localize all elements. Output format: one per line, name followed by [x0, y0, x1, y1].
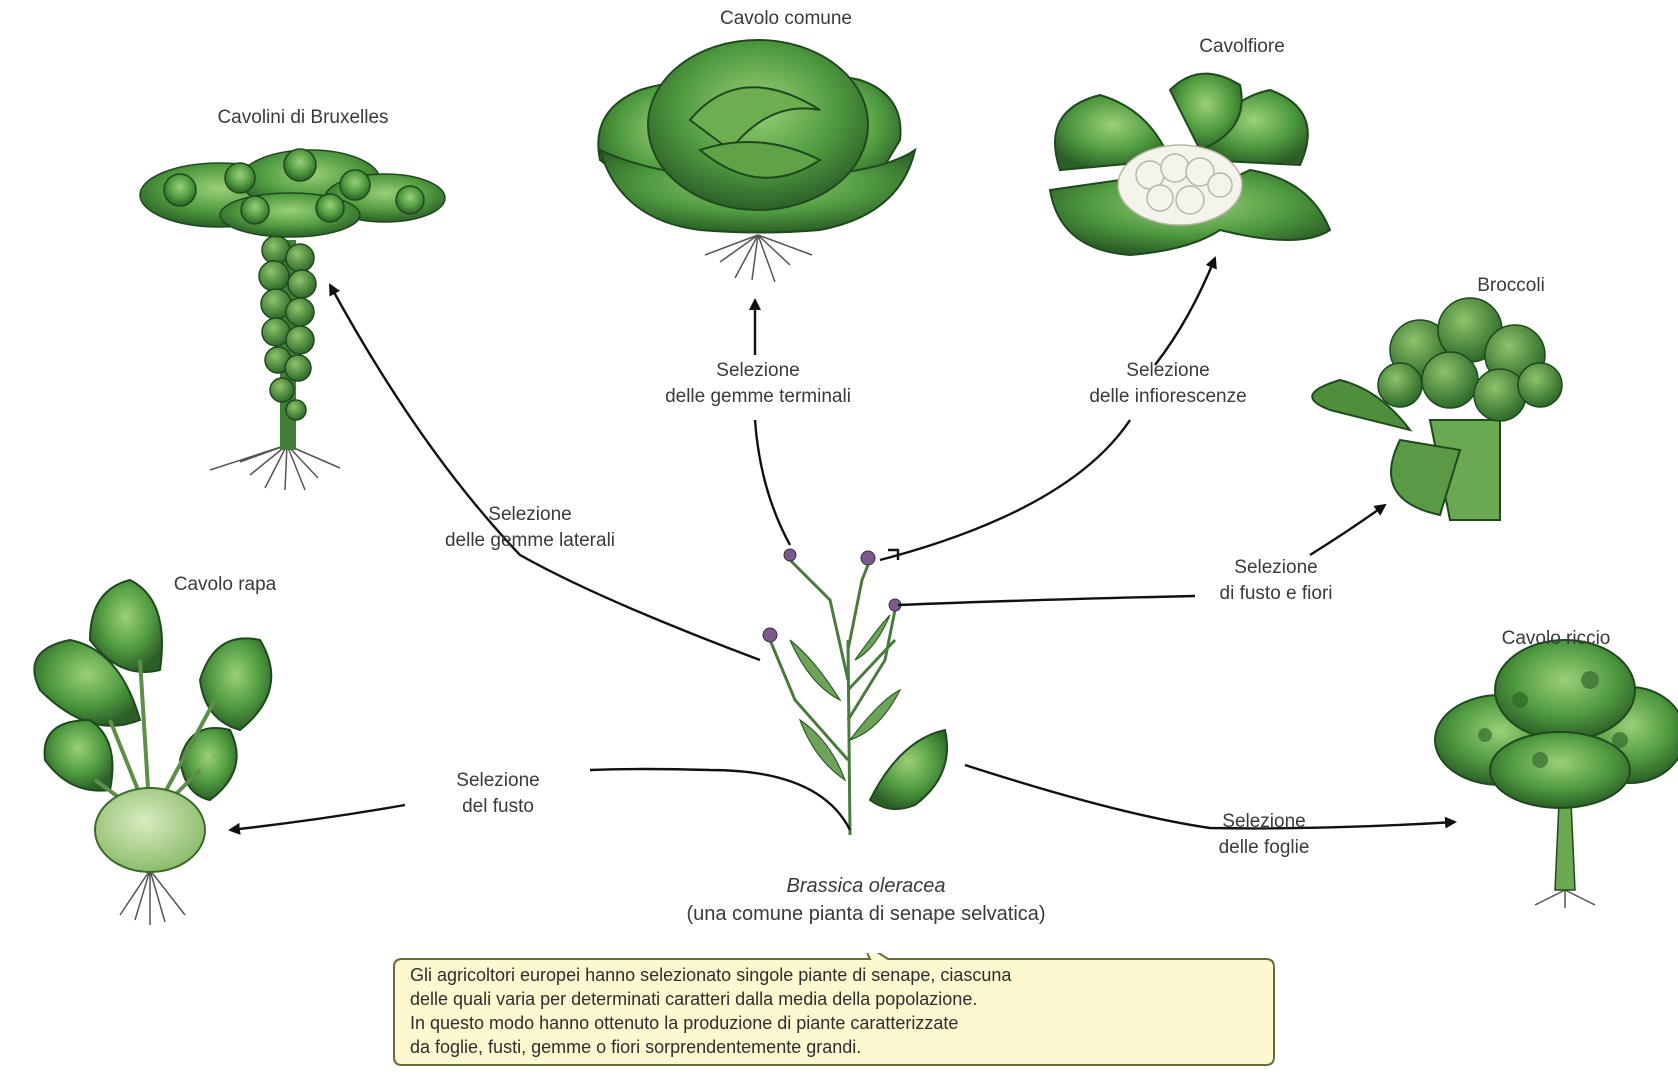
caption-cavolfiore: Cavolfiore	[1199, 34, 1285, 60]
callout-line: da foglie, fusti, gemme o fiori sorprend…	[410, 1035, 1270, 1059]
caption-cavolo-riccio: Cavolo riccio	[1502, 626, 1611, 652]
arrow-fusto-fiori-upper	[1310, 505, 1385, 555]
caption-cavolini: Cavolini di Bruxelles	[217, 105, 388, 131]
caption-cavolo-rapa: Cavolo rapa	[174, 572, 276, 598]
selection-title: Selezione	[665, 358, 851, 384]
selection-subtitle: delle infiorescenze	[1089, 384, 1246, 410]
roots	[705, 235, 812, 282]
selection-arrows	[230, 258, 1455, 830]
leaf-crown	[140, 149, 445, 237]
selection-subtitle: delle gemme laterali	[445, 528, 615, 554]
florets	[1378, 298, 1562, 421]
roots	[120, 870, 185, 925]
brussels-sprouts-illustration	[140, 149, 445, 490]
selection-subtitle: delle gemme terminali	[665, 384, 851, 410]
arrow-fusto-upper	[230, 805, 405, 830]
broccoli-illustration	[1312, 298, 1562, 520]
selection-label-fusto-fiori: Selezione di fusto e fiori	[1220, 555, 1333, 607]
arrow-fusto-lower	[590, 769, 850, 830]
selection-title: Selezione	[1220, 555, 1333, 581]
arrow-infiorescenze-upper	[1155, 258, 1215, 365]
selection-title: Selezione	[1089, 358, 1246, 384]
sprouts	[259, 236, 316, 420]
selection-label-infiorescenze: Selezione delle infiorescenze	[1089, 358, 1246, 410]
scientific-name: Brassica oleracea	[686, 872, 1045, 900]
species-caption: Brassica oleracea (una comune pianta di …	[686, 872, 1045, 928]
callout-line: In questo modo hanno ottenuto la produzi…	[410, 1011, 1270, 1035]
kohlrabi-illustration	[34, 580, 271, 925]
cabbage-illustration	[598, 40, 915, 282]
selection-label-foglie: Selezione delle foglie	[1219, 809, 1310, 861]
common-name: (una comune pianta di senape selvatica)	[686, 900, 1045, 928]
bulb	[95, 788, 205, 872]
selection-title: Selezione	[445, 502, 615, 528]
selection-subtitle: delle foglie	[1219, 835, 1310, 861]
selection-title: Selezione	[456, 768, 539, 794]
caption-cavolo-comune: Cavolo comune	[720, 6, 852, 32]
roots	[1535, 890, 1595, 908]
kale-illustration	[1435, 640, 1678, 908]
selection-subtitle: del fusto	[456, 794, 539, 820]
selection-label-fusto: Selezione del fusto	[456, 768, 539, 820]
arrow-gemme-terminali-lower	[755, 420, 790, 545]
callout-line: Gli agricoltori europei hanno selezionat…	[410, 963, 1270, 987]
cauliflower-illustration	[1050, 74, 1330, 255]
selection-title: Selezione	[1219, 809, 1310, 835]
callout-box: Gli agricoltori europei hanno selezionat…	[388, 953, 1280, 1067]
arrow-fusto-fiori-lower	[898, 596, 1195, 605]
basal-leaf	[870, 730, 947, 809]
selection-label-gemme-laterali: Selezione delle gemme laterali	[445, 502, 615, 554]
callout-text: Gli agricoltori europei hanno selezionat…	[410, 963, 1270, 1059]
wild-mustard-illustration	[763, 549, 947, 835]
arrow-foglie	[965, 765, 1455, 828]
selection-label-gemme-terminali: Selezione delle gemme terminali	[665, 358, 851, 410]
caption-broccoli: Broccoli	[1477, 273, 1545, 299]
arrow-gemme-laterali	[330, 285, 760, 660]
roots	[210, 445, 340, 490]
arrow-infiorescenze-lower	[880, 420, 1130, 560]
curd	[1118, 145, 1242, 225]
callout-line: delle quali varia per determinati caratt…	[410, 987, 1270, 1011]
selection-subtitle: di fusto e fiori	[1220, 581, 1333, 607]
